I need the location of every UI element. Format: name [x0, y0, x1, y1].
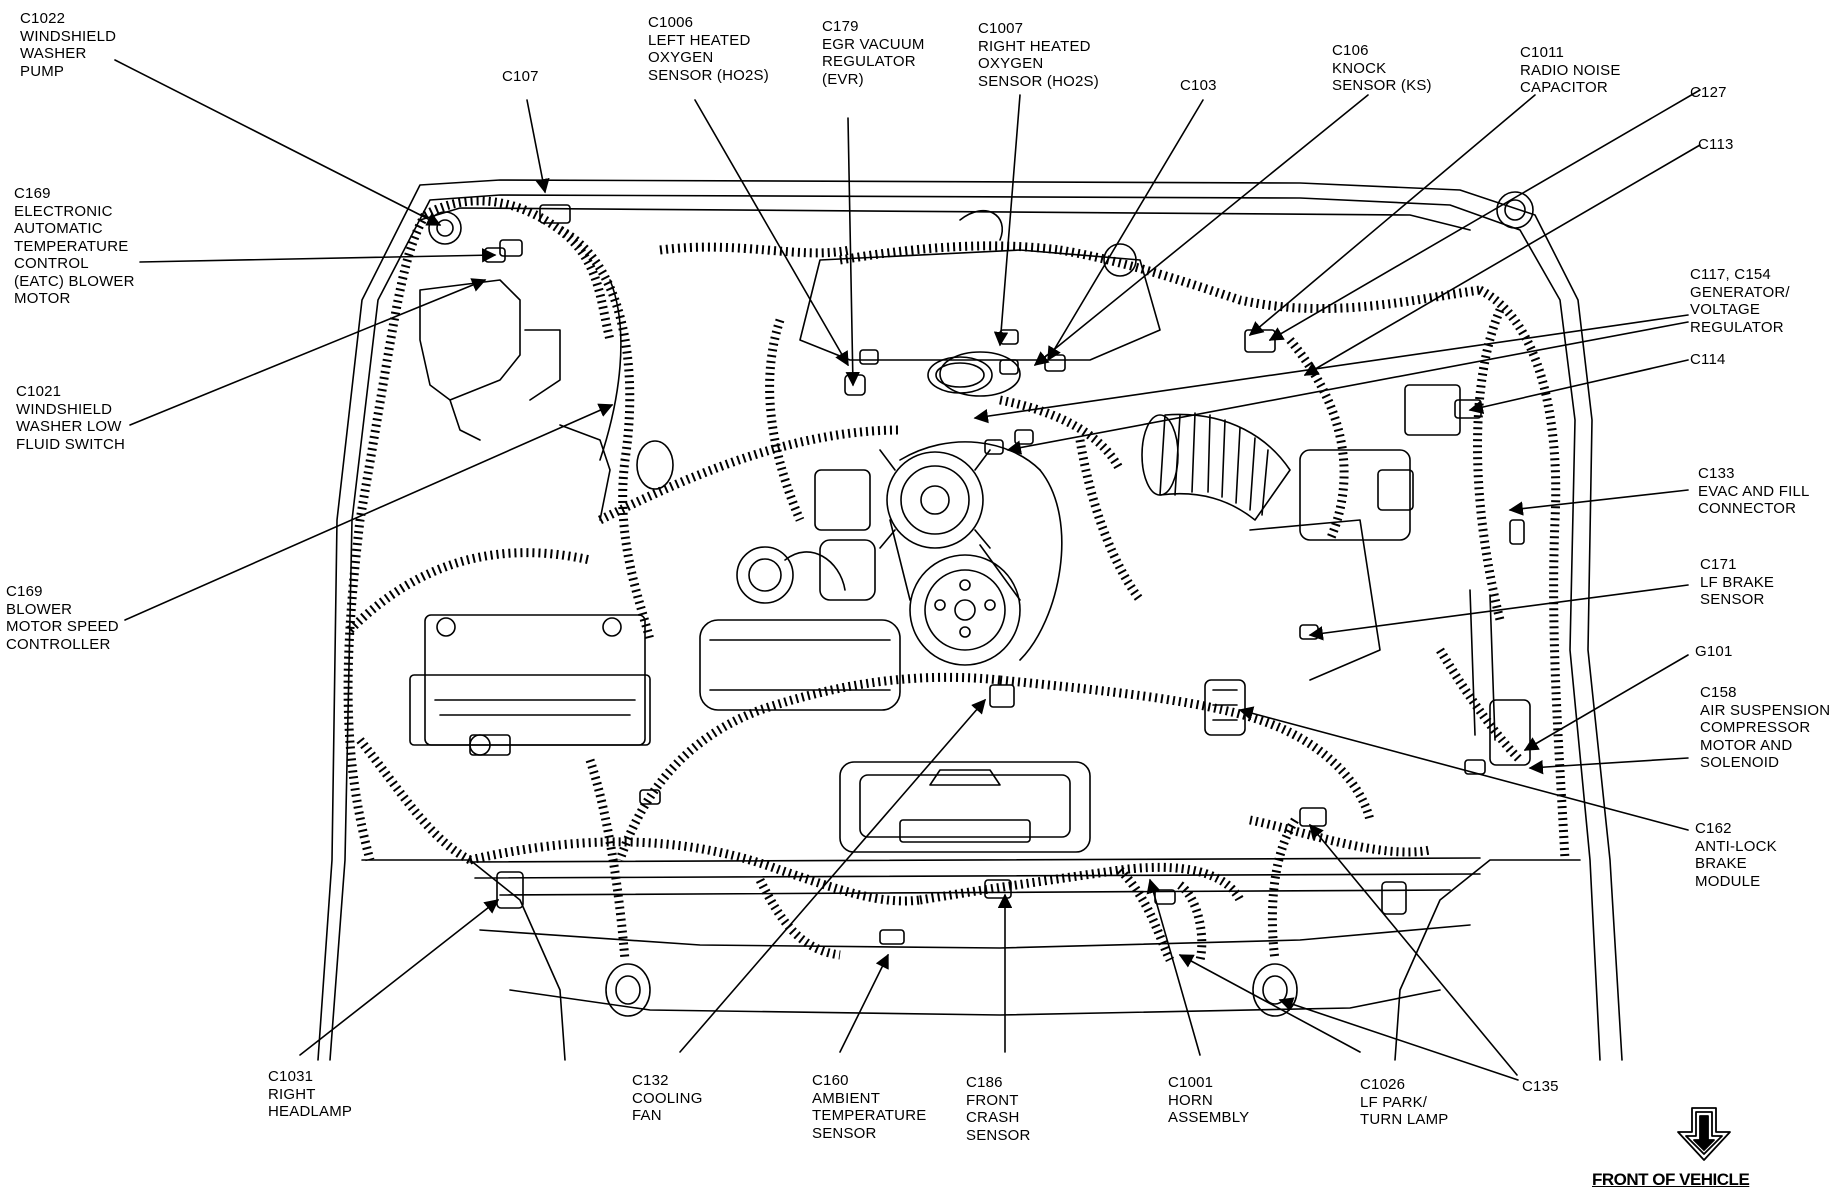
anti-lock-brake-module — [1204, 679, 1246, 736]
wiring-harness — [343, 196, 1570, 963]
leader-lines — [114, 59, 1701, 1081]
generator — [886, 451, 984, 549]
label-c135: C135 — [1522, 1078, 1559, 1095]
radiator-support — [469, 857, 1481, 863]
label-c113: C113 — [1698, 136, 1734, 153]
front-arrow-icon — [1677, 1107, 1731, 1161]
hood-outline — [329, 194, 1601, 1061]
washer-reservoir — [419, 279, 521, 401]
crank-pulley — [909, 554, 1021, 666]
air-inlet-duct — [1159, 413, 1291, 521]
coolant-reservoir — [699, 619, 901, 711]
air-cleaner — [1299, 449, 1411, 541]
front-of-vehicle-caption: FRONT OF VEHICLE — [1592, 1170, 1750, 1189]
battery — [424, 614, 646, 746]
label-c127: C127 — [1690, 84, 1727, 101]
label-c114: C114 — [1690, 351, 1726, 368]
label-c107: C107 — [502, 68, 539, 85]
label-g101: G101 — [1695, 643, 1733, 660]
label-c103: C103 — [1180, 77, 1217, 94]
